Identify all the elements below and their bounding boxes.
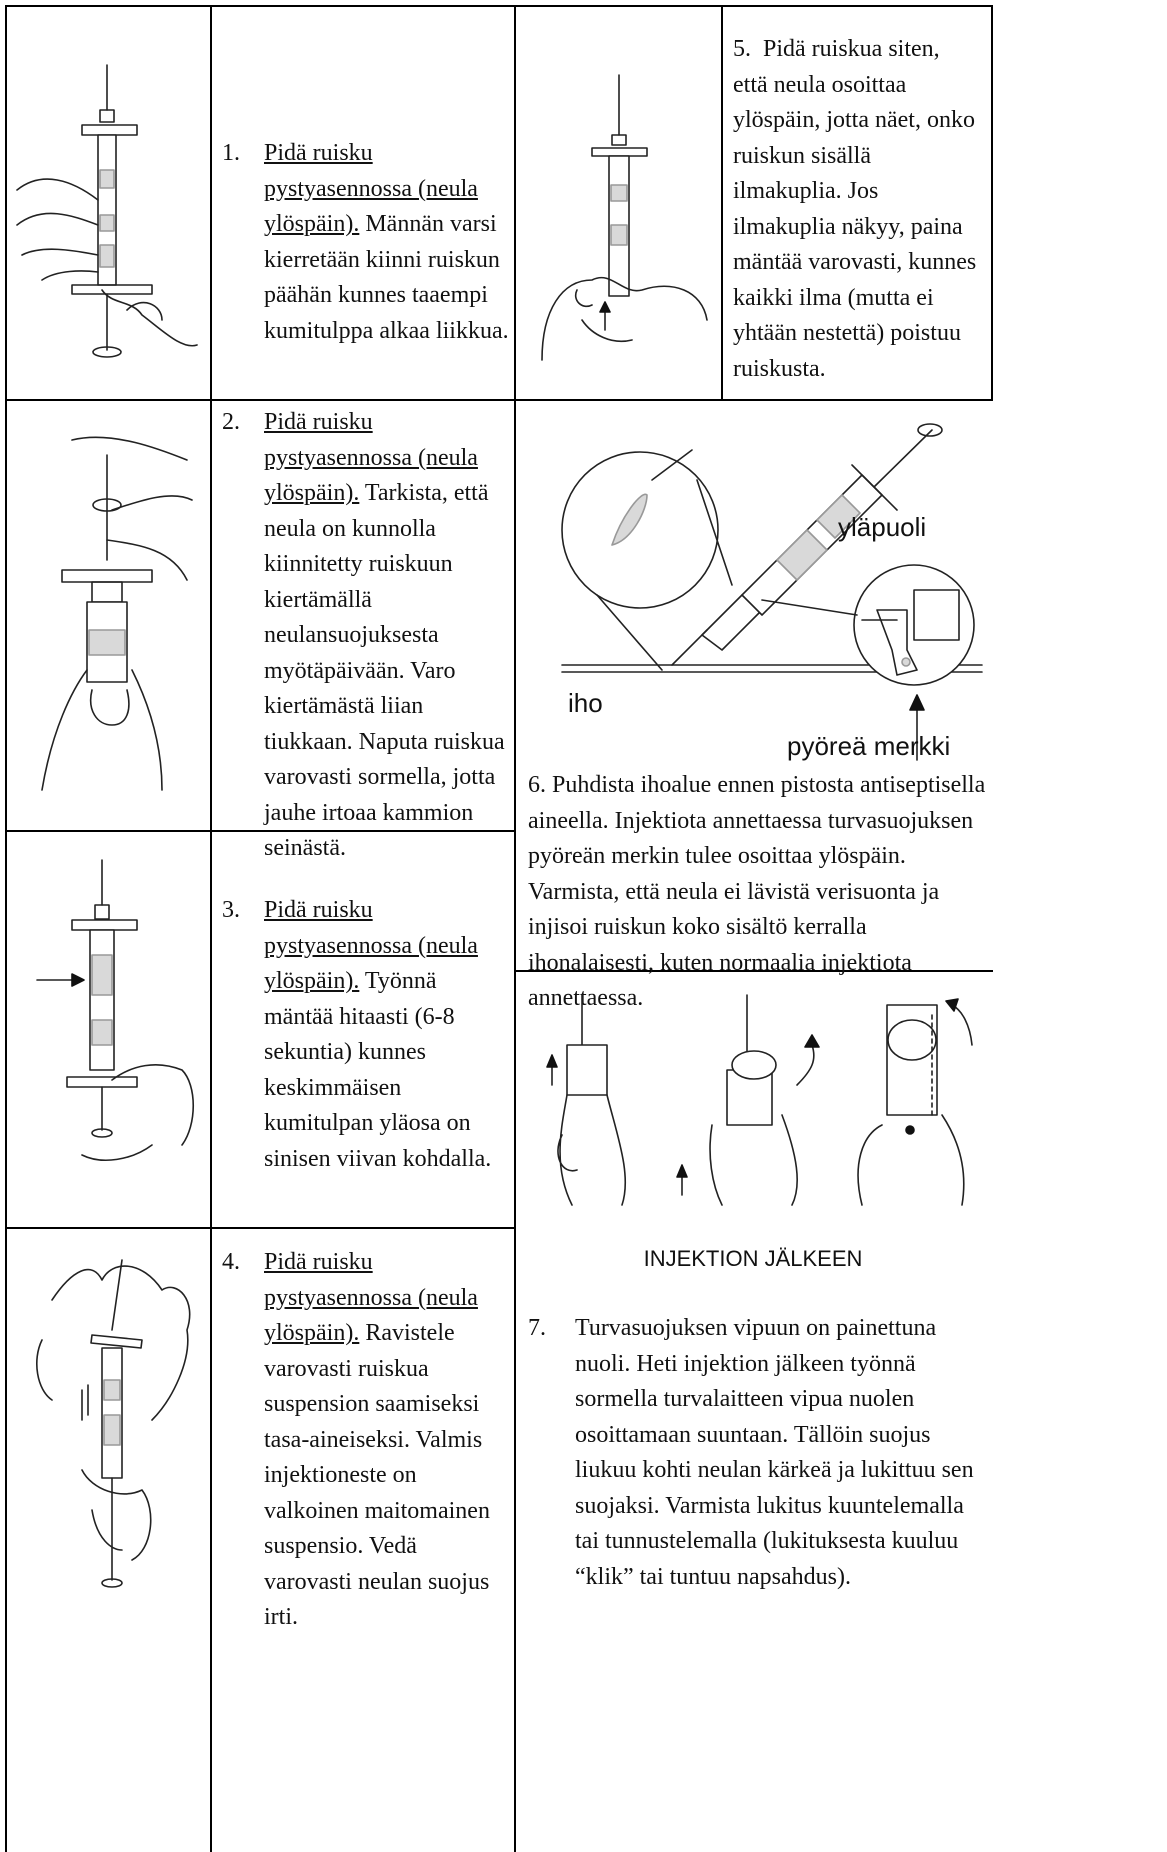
step-3-body: Työnnä mäntää hitaasti (6-8 sekuntia) ku… [264,968,492,1172]
label-round-mark: pyöreä merkki [787,731,951,761]
label-upper-side: yläpuoli [838,512,927,542]
step-5-body: Pidä ruiskua siten, että neula osoittaa … [733,36,977,382]
grid-line [5,830,515,832]
syringe-hand-icon [541,74,708,361]
step-4-heading: Pidä ruisku pystyasennossa (neula ylöspä… [264,1249,478,1346]
grid-line [5,5,7,1852]
grid-line [514,970,993,972]
step-2-body: Tarkista, että neula on kunnolla kiinnit… [264,480,505,861]
step-number: 3. [222,897,240,923]
step-4-body: Ravistele varovasti ruiskua suspension s… [264,1320,490,1630]
grid-line [514,5,516,1852]
step-number: 1. [222,140,240,166]
step-6-text: 6. Puhdista ihoalue ennen pistosta antis… [528,768,988,1017]
step-5-illustration [522,60,717,361]
syringe-hand-icon [36,1259,191,1588]
after-injection-heading: INJEKTION JÄLKEEN [643,1246,863,1271]
step-2-heading: Pidä ruisku pystyasennossa (neula ylöspä… [264,409,478,506]
step-6-body: Puhdista ihoalue ennen pistosta antisept… [528,772,986,1011]
step-1-heading: Pidä ruisku pystyasennossa (neula ylöspä… [264,140,478,237]
step-number: 6. [528,772,546,798]
step-7-illustration [522,985,984,1210]
step-number: 4. [222,1249,240,1275]
step-number: 2. [222,409,240,435]
syringe-hand-icon [41,436,193,791]
label-skin: iho [568,688,603,718]
step-1-body: Männän varsi kierretään kiinni ruiskun p… [264,211,509,344]
step-number: 7. [528,1315,546,1341]
step-4-illustration [12,1250,202,1600]
step-number: 5. [733,36,751,62]
step-3-illustration [12,845,202,1215]
grid-line [210,5,212,1852]
step-1-illustration [12,50,202,358]
magnifier-circle-icon [561,451,719,609]
grid-line [991,5,993,400]
syringe-hand-icon [16,64,198,358]
syringe-hand-icon [36,859,195,1161]
step-3-heading: Pidä ruisku pystyasennossa (neula ylöspä… [264,897,478,994]
syringe-injection-figure [561,423,983,761]
grid-line [5,5,993,7]
step-2-illustration [12,430,202,810]
safety-guard-figure [546,994,973,1206]
grid-line [5,1227,515,1229]
step-6-illustration [522,410,984,800]
step-7-body: Turvasuojuksen vipuun on painettuna nuol… [575,1315,974,1590]
grid-line [5,399,993,401]
grid-line [721,5,723,400]
